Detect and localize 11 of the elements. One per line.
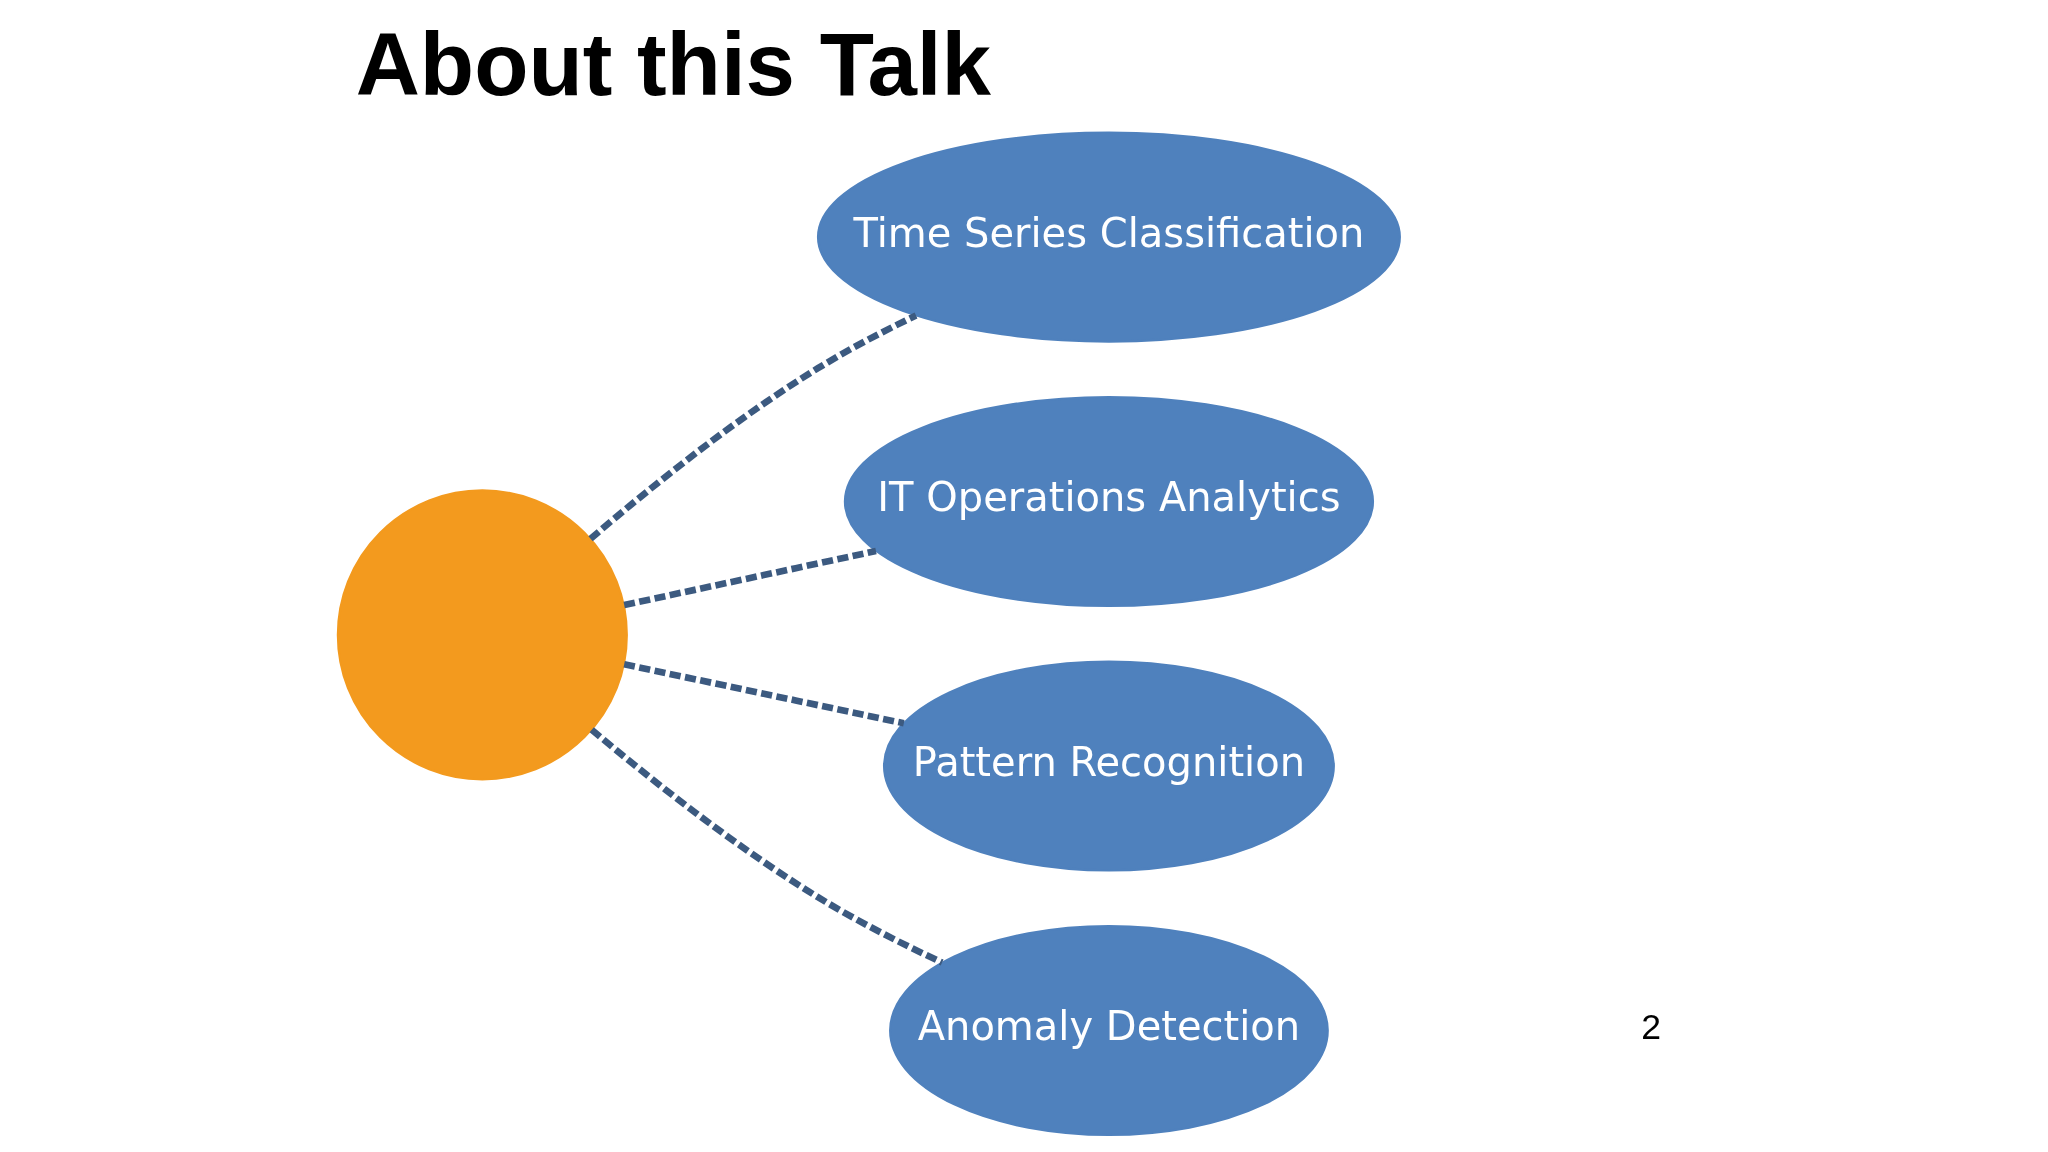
node-ellipse: Pattern Recognition	[882, 660, 1335, 872]
connector	[587, 312, 917, 542]
diagram-title: About this Talk	[355, 14, 991, 114]
node-circle	[336, 489, 628, 781]
node-ellipse: Anomaly Detection	[888, 924, 1329, 1137]
label: 2	[1640, 1006, 1661, 1047]
connector	[623, 661, 904, 727]
node-ellipse: Time Series Classification	[816, 131, 1401, 343]
connector	[589, 727, 944, 966]
connector	[622, 547, 877, 609]
node-ellipse: IT Operations Analytics	[843, 395, 1374, 608]
